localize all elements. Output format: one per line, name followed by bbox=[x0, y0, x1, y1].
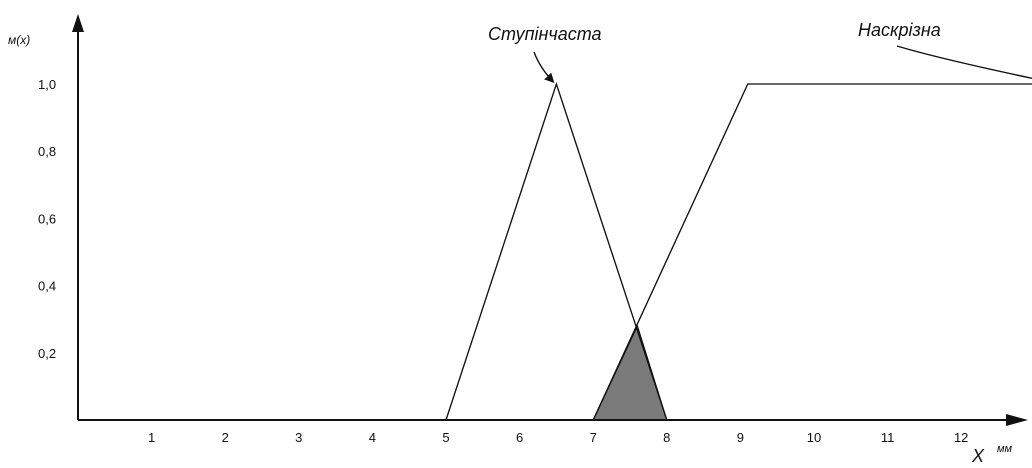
series-line-stupinchasta bbox=[445, 81, 668, 421]
series-layer bbox=[445, 81, 1032, 421]
axes-layer bbox=[72, 14, 1028, 426]
y-tick-label: 0,2 bbox=[38, 346, 56, 361]
x-axis-arrowhead bbox=[1006, 414, 1028, 426]
x-tick-label: 10 bbox=[807, 430, 821, 445]
y-tick-label: 1,0 bbox=[38, 77, 56, 92]
y-axis-label: м(x) bbox=[8, 33, 30, 47]
y-tick-label: 0,6 bbox=[38, 211, 56, 226]
x-tick-label: 1 bbox=[148, 430, 155, 445]
y-tick-label: 0,8 bbox=[38, 144, 56, 159]
x-axis-label: X bbox=[971, 446, 985, 466]
x-tick-label: 7 bbox=[590, 430, 597, 445]
x-tick-label: 3 bbox=[295, 430, 302, 445]
x-tick-label: 4 bbox=[369, 430, 376, 445]
y-tick-label: 0,4 bbox=[38, 279, 56, 294]
x-tick-label: 12 bbox=[954, 430, 968, 445]
annotation-pointer-naskrizna bbox=[896, 45, 1032, 80]
x-tick-label: 6 bbox=[516, 430, 523, 445]
x-tick-label: 9 bbox=[737, 430, 744, 445]
series-line-naskrizna bbox=[592, 83, 1032, 421]
annotation-stupinchasta: Ступінчаста bbox=[488, 24, 602, 44]
x-tick-label: 2 bbox=[222, 430, 229, 445]
annotation-naskrizna: Наскрізна bbox=[858, 20, 941, 40]
x-tick-label: 11 bbox=[881, 430, 895, 445]
x-tick-label: 5 bbox=[442, 430, 449, 445]
x-tick-label: 8 bbox=[663, 430, 670, 445]
y-axis-arrowhead bbox=[72, 14, 84, 32]
x-axis-unit: мм bbox=[997, 443, 1013, 455]
annotation-pointer-stupinchasta bbox=[533, 51, 555, 84]
